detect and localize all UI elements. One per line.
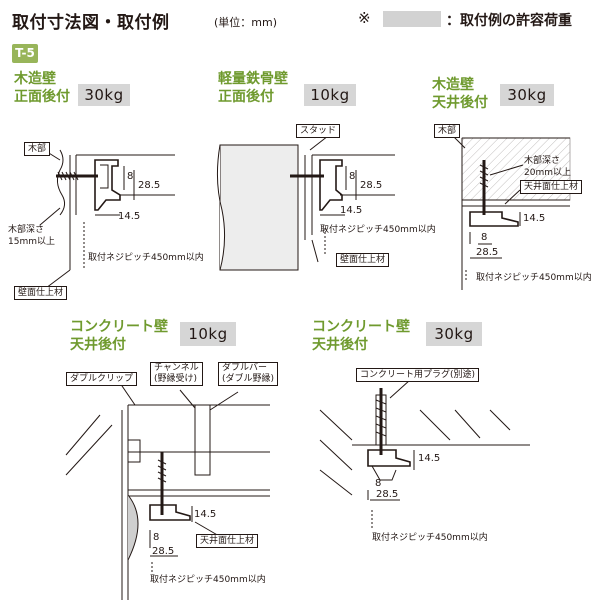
example-2-drawing	[216, 135, 395, 271]
example-5-title-line2: 天井後付	[312, 337, 368, 353]
example-3-title-line1: 木造壁	[432, 77, 474, 93]
example-3-title: 木造壁 天井後付	[432, 76, 488, 112]
example-4-clip-label: ダブルクリップ	[66, 372, 138, 386]
legend-note-mark: ※	[358, 9, 371, 27]
example-1-depth-value: 15mm以上	[8, 237, 55, 247]
example-2-dim-28-5: 28.5	[360, 180, 383, 191]
example-3-dim-14-5: 14.5	[523, 213, 546, 224]
example-1-drawing	[39, 149, 175, 289]
example-4-ceiling-label: 天井面仕上材	[196, 534, 259, 548]
example-4-bar-label: ダブルバー (ダブル野縁)	[218, 362, 279, 386]
example-2-load-badge: 10kg	[304, 84, 356, 106]
example-5-pitch-label: 取付ネジピッチ450mm以内	[372, 533, 488, 543]
example-1-finish-label: 壁面仕上材	[14, 286, 68, 300]
example-3-title-line2: 天井後付	[432, 95, 488, 111]
example-2-title: 軽量鉄骨壁 正面後付	[218, 70, 288, 106]
example-1-pitch-label: 取付ネジピッチ450mm以内	[88, 253, 204, 263]
example-1-load-badge: 30kg	[78, 84, 130, 106]
example-3-pitch-label: 取付ネジピッチ450mm以内	[476, 273, 592, 283]
example-1-dim-14-5: 14.5	[118, 211, 141, 222]
example-4-title-line2: 天井後付	[70, 337, 126, 353]
example-4-dim-8: 8	[153, 532, 160, 543]
example-1-depth-label: 木部深さ	[8, 225, 45, 235]
example-2-pitch-label: 取付ネジピッチ450mm以内	[320, 225, 436, 235]
example-4-pitch-label: 取付ネジピッチ450mm以内	[150, 575, 266, 585]
example-4-title-line1: コンクリート壁	[70, 319, 168, 335]
example-5-plug-label: コンクリート用プラグ(別途)	[356, 368, 480, 382]
page-title: 取付寸法図・取付例	[12, 13, 170, 33]
example-1-wood-label: 木部	[24, 142, 51, 156]
example-5-dim-28-5: 28.5	[376, 489, 399, 500]
example-4-title: コンクリート壁 天井後付	[70, 318, 168, 354]
example-1-title-line1: 木造壁	[14, 71, 56, 87]
example-3-depth-value: 20mm以上	[524, 168, 571, 178]
example-5-dim-14-5: 14.5	[418, 453, 441, 464]
example-4-load-badge: 10kg	[180, 322, 236, 346]
example-2-stud-label: スタッド	[296, 124, 341, 138]
example-4-channel-label: チャンネル (野縁受け)	[150, 362, 203, 386]
example-5-load-badge: 30kg	[426, 322, 482, 346]
example-3-depth-label: 木部深さ	[524, 156, 561, 166]
example-3-dim-8: 8	[481, 232, 488, 243]
example-2-title-line2: 正面後付	[218, 89, 274, 105]
example-2-dim-14-5: 14.5	[340, 205, 363, 216]
example-3-dim-28-5: 28.5	[476, 247, 499, 258]
example-1-dim-28-5: 28.5	[138, 180, 161, 191]
example-1-title: 木造壁 正面後付	[14, 70, 70, 106]
example-2-title-line1: 軽量鉄骨壁	[218, 71, 288, 87]
unit-label: (単位：mm)	[214, 16, 278, 29]
example-4-drawing	[65, 379, 270, 600]
example-1-title-line2: 正面後付	[14, 89, 70, 105]
legend-text: ：取付例の許容荷重	[446, 13, 572, 29]
example-4-channel-line2: (野縁受け)	[154, 374, 198, 384]
example-4-dim-28-5: 28.5	[152, 546, 175, 557]
model-tag: T-5	[12, 44, 38, 63]
example-4-dim-14-5: 14.5	[194, 509, 217, 520]
example-4-channel-line1: チャンネル	[154, 363, 199, 373]
legend-swatch	[383, 11, 441, 27]
example-2-dim-8: 8	[349, 171, 356, 182]
example-5-title-line1: コンクリート壁	[312, 319, 410, 335]
example-2-finish-label: 壁面仕上材	[336, 253, 390, 267]
example-5-title: コンクリート壁 天井後付	[312, 318, 410, 354]
example-5-drawing	[319, 379, 530, 530]
example-4-bar-line2: (ダブル野縁)	[222, 374, 275, 384]
example-3-wood-label: 木部	[434, 124, 461, 138]
example-4-bar-line1: ダブルバー	[222, 363, 268, 373]
example-1-dim-8: 8	[127, 171, 134, 182]
example-5-dim-8: 8	[375, 478, 382, 489]
example-3-load-badge: 30kg	[500, 84, 554, 106]
example-3-ceiling-label: 天井面仕上材	[520, 180, 583, 194]
